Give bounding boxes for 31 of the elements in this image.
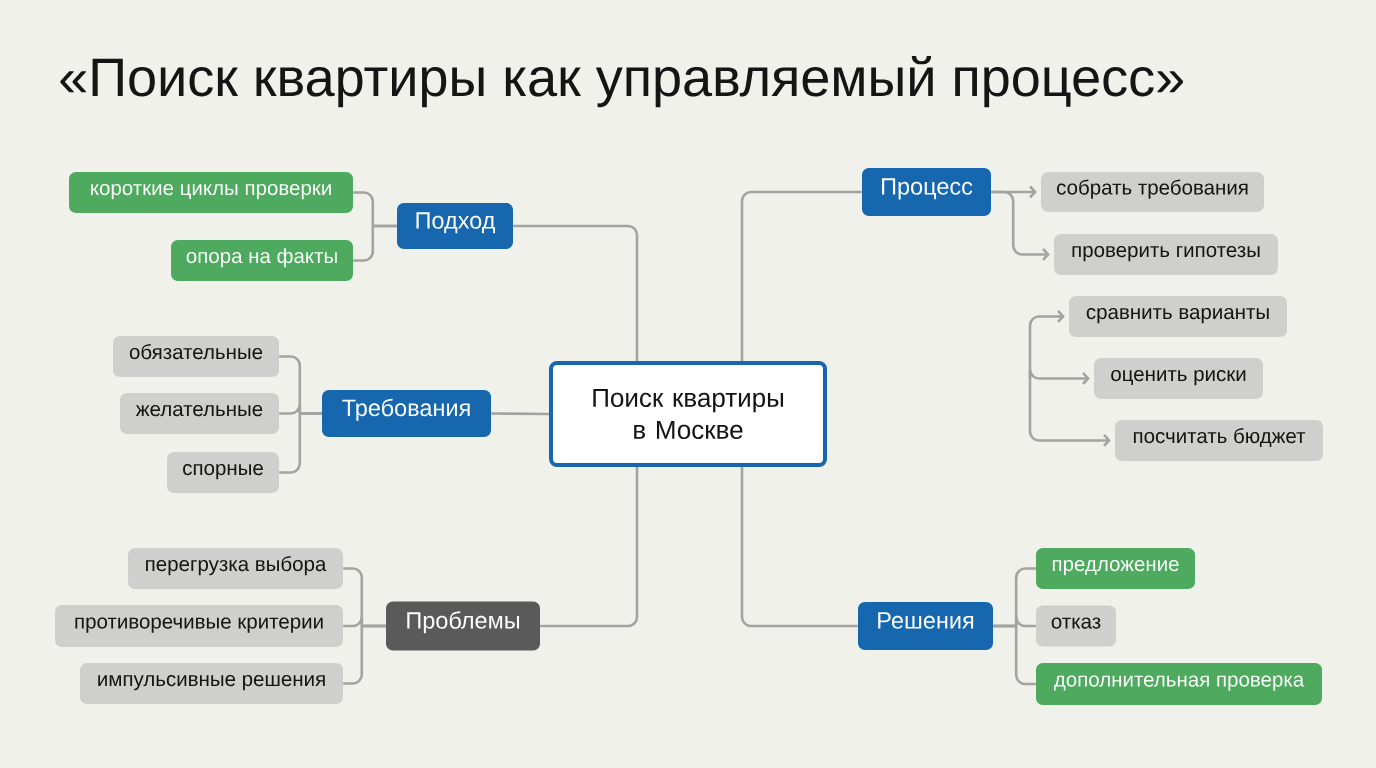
arrow <box>1028 368 1090 385</box>
category-box: Требования <box>322 390 491 437</box>
connector-line <box>740 190 862 361</box>
category-box: Подход <box>397 203 513 249</box>
item-box: отказ <box>1036 605 1116 647</box>
category-box: Процесс <box>862 168 991 216</box>
item-box: короткие циклы проверки <box>69 172 353 213</box>
connector-line <box>740 467 858 628</box>
item-box: посчитать бюджет <box>1115 420 1323 461</box>
item-box: предложение <box>1036 548 1195 589</box>
item-box: противоречивые критерии <box>55 605 343 647</box>
connector-line <box>513 224 639 361</box>
arrow <box>991 190 1050 261</box>
arrow <box>1028 378 1111 447</box>
connector-line <box>491 412 550 416</box>
item-box: сравнить варианты <box>1069 296 1287 337</box>
item-box: обязательные <box>113 336 279 377</box>
item-box: желательные <box>120 393 279 434</box>
category-box: Проблемы <box>386 601 540 651</box>
item-box: оценить риски <box>1094 358 1263 399</box>
connector-line <box>540 467 639 628</box>
topic-box: Поиск квартиры в Москве <box>549 361 827 467</box>
item-box: проверить гипотезы <box>1054 234 1278 275</box>
category-box: Решения <box>858 602 993 650</box>
item-box: импульсивные решения <box>80 663 343 704</box>
item-box: опора на факты <box>171 240 353 281</box>
item-box: дополнительная проверка <box>1036 663 1322 705</box>
item-box: перегрузка выбора <box>128 548 343 589</box>
item-box: спорные <box>167 452 279 493</box>
item-box: собрать требования <box>1041 172 1264 212</box>
title: «Поиск квартиры как управляемый процесс» <box>60 55 1183 108</box>
